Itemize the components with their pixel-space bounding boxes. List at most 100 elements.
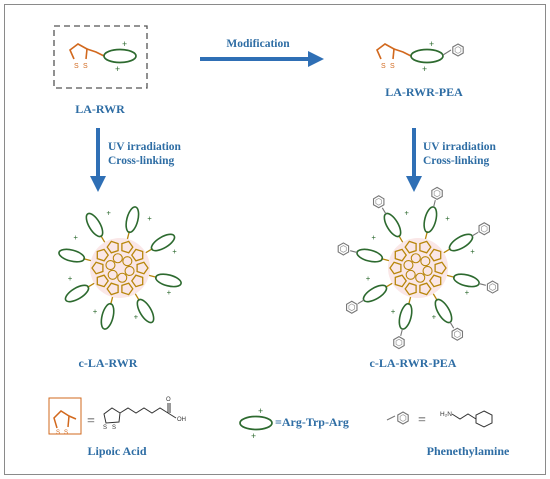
label-uv-left: UV irradiation Cross-linking (108, 140, 181, 168)
plus-sign: + (134, 313, 139, 322)
crosslinked-ring (394, 248, 408, 262)
label-uv-right: UV irradiation Cross-linking (423, 140, 496, 168)
la-rwr-molecule: S S + + (69, 39, 137, 74)
c-la-rwr-nanoparticle: ++++++++ (58, 206, 182, 330)
crosslinked-ring (428, 248, 442, 262)
sulfur-label: S (83, 63, 88, 70)
crosslinked-ring (420, 256, 431, 267)
crosslinked-ring (394, 274, 408, 288)
peptide-ellipse (423, 206, 438, 234)
crosslinked-ring (96, 248, 110, 262)
plus-sign: + (68, 275, 73, 284)
crosslinked-ring (130, 248, 144, 262)
peptide-ellipse (356, 248, 384, 263)
crosslinked-ring (106, 240, 119, 254)
peptide-ellipse (136, 298, 155, 324)
phenyl-ring (346, 300, 358, 314)
label-modification: Modification (226, 38, 290, 50)
label-c-la-rwr: c-LA-RWR (78, 356, 138, 370)
plus-sign: + (167, 288, 172, 297)
plus-sign: + (258, 406, 263, 416)
label-phenethylamine: Phenethylamine (426, 444, 510, 458)
label-la-rwr-pea: LA-RWR-PEA (385, 85, 463, 99)
equals-sign: = (87, 414, 95, 429)
crosslinked-ring (404, 240, 417, 254)
phenyl-linker (433, 200, 436, 208)
peptide-ellipse (64, 284, 90, 303)
la-rwr-pea-molecule: S S + + (376, 39, 464, 74)
phenyl-ring (451, 327, 464, 341)
plus-sign: + (432, 313, 437, 322)
amine-label: H₂N (440, 411, 452, 418)
crosslinked-ring (122, 256, 133, 267)
sulfur-label: S (74, 63, 79, 70)
crosslinked-ring (405, 269, 416, 280)
selection-box (53, 25, 148, 89)
crosslinked-ring (106, 282, 119, 296)
crosslinked-ring (419, 282, 432, 296)
plus-sign: + (106, 209, 111, 218)
legend-lipoic-acid: S S = O OH S S (48, 397, 186, 436)
crosslinked-ring (130, 274, 144, 288)
plus-sign: + (429, 39, 434, 49)
plus-sign: + (366, 275, 371, 284)
core-glow (388, 238, 448, 298)
crosslinked-ring (404, 282, 417, 296)
uv-irradiation-text: UV irradiation (108, 141, 181, 153)
peptide-ellipse (383, 212, 402, 238)
phenyl-linker (449, 321, 455, 329)
plus-sign: + (371, 234, 376, 243)
plus-sign: + (404, 209, 409, 218)
plus-sign: + (115, 64, 120, 74)
sulfur-label: S (64, 430, 68, 436)
peptide-ellipse (154, 273, 182, 288)
plus-sign: + (391, 308, 396, 317)
core-glow (90, 238, 150, 298)
crosslinked-ring (419, 240, 432, 254)
sulfur-label: S (381, 63, 386, 70)
cross-linking-text: Cross-linking (108, 155, 175, 167)
phenyl-linker (350, 250, 358, 253)
phenyl-linker (381, 207, 387, 215)
crosslinked-ring (428, 274, 442, 288)
peptide-ellipse (362, 284, 388, 303)
hydroxyl-label: OH (177, 417, 186, 423)
phenyl-ring (337, 242, 350, 256)
phenyl-linker (400, 328, 403, 336)
phenyl-ring (372, 195, 385, 209)
plus-sign: + (470, 247, 475, 256)
crosslinked-ring (389, 261, 402, 275)
phenyl-ring (478, 222, 490, 236)
plus-sign: + (251, 431, 256, 441)
crosslinked-ring (112, 253, 123, 264)
crosslinked-ring (124, 265, 135, 277)
plus-sign: + (93, 308, 98, 317)
phenyl-linker (478, 283, 486, 286)
peptide-ellipse (85, 212, 104, 238)
plus-sign: + (422, 64, 427, 74)
peptide-ellipse (452, 273, 480, 288)
sulfur-label: S (112, 425, 116, 431)
sulfur-label: S (56, 430, 60, 436)
phenyl-linker (357, 299, 365, 305)
phenyl-ring (486, 280, 499, 294)
crosslinked-ring (136, 261, 149, 275)
peptide-ellipse (398, 302, 413, 330)
oxygen-label: O (166, 397, 171, 403)
sulfur-label: S (390, 63, 395, 70)
peptide-ellipse (448, 233, 474, 252)
crosslinked-ring (434, 261, 447, 275)
crosslinked-ring (107, 269, 118, 280)
c-la-rwr-pea-nanoparticle: ++++++++ (337, 186, 499, 350)
label-c-la-rwr-pea: c-LA-RWR-PEA (369, 356, 457, 370)
crosslinked-ring (105, 259, 116, 271)
crosslinked-ring (121, 282, 134, 296)
label-arg-trp-arg: =Arg-Trp-Arg (275, 415, 349, 429)
phenyl-linker (471, 231, 479, 237)
plus-sign: + (465, 288, 470, 297)
crosslinked-ring (415, 272, 426, 283)
phenyl-ring (431, 186, 443, 200)
label-lipoic-acid: Lipoic Acid (87, 444, 147, 458)
